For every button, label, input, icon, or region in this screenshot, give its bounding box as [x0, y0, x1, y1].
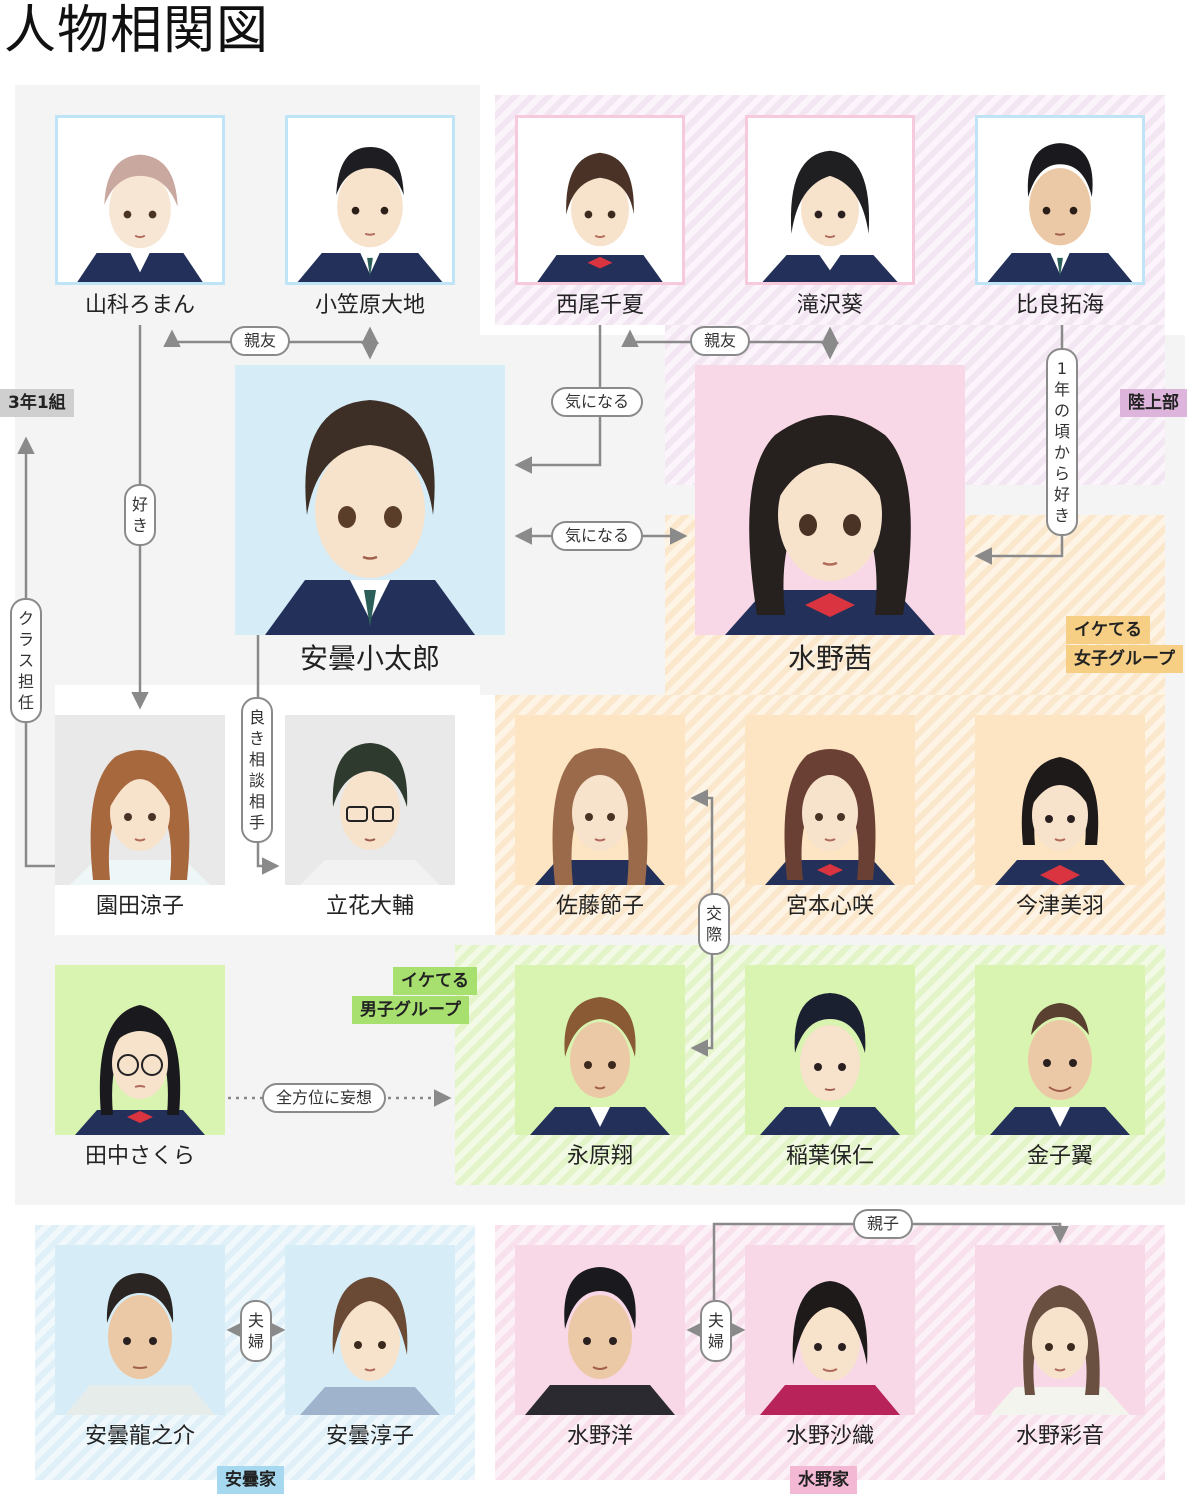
- relation-parent-child: 親子: [853, 1209, 914, 1239]
- name-takumi: 比良拓海: [1015, 293, 1104, 318]
- name-daisuke: 立花大輔: [325, 894, 414, 919]
- group-tag-azumi-family: 安曇家: [217, 1466, 284, 1494]
- portrait-roman: [55, 115, 225, 285]
- name-tsubasa: 金子翼: [1026, 1144, 1093, 1169]
- portrait-sho: [515, 965, 685, 1135]
- relation-confidant: 良き相談相手: [241, 697, 273, 843]
- relation-couple-azumi: 夫婦: [240, 1300, 272, 1362]
- portrait-setsuko: [515, 715, 685, 885]
- portrait-ryoko: [55, 715, 225, 885]
- portrait-ryunosuke: [55, 1245, 225, 1415]
- relation-homeroom: クラス担任: [10, 598, 42, 723]
- relation-likes: 好き: [124, 484, 156, 546]
- group-tag-class: 3年1組: [0, 389, 74, 417]
- name-ryoko: 園田涼子: [95, 894, 184, 919]
- relation-couple-mizuno: 夫婦: [700, 1300, 732, 1362]
- portrait-aoi: [745, 115, 915, 285]
- group-tag-cool-boys-line1: イケてる: [393, 967, 477, 995]
- name-ryunosuke: 安曇龍之介: [84, 1424, 195, 1449]
- portrait-tsubasa: [975, 965, 1145, 1135]
- portrait-koyuki: [745, 715, 915, 885]
- portrait-junko: [285, 1245, 455, 1415]
- portrait-sakura: [55, 965, 225, 1135]
- portrait-akane: [695, 365, 965, 635]
- portrait-saori: [745, 1245, 915, 1415]
- name-junko: 安曇淳子: [325, 1424, 414, 1449]
- name-ayane: 水野彩音: [1015, 1424, 1104, 1449]
- portrait-daisuke: [285, 715, 455, 885]
- portrait-yasuhito: [745, 965, 915, 1135]
- portrait-daichi: [285, 115, 455, 285]
- relation-interested-chinatsu-kotaro: 気になる: [551, 387, 644, 417]
- name-roman: 山科ろまん: [84, 293, 195, 318]
- portrait-miu: [975, 715, 1145, 885]
- portrait-ayane: [975, 1245, 1145, 1415]
- name-daichi: 小笠原大地: [314, 293, 425, 318]
- name-miu: 今津美羽: [1015, 894, 1104, 919]
- relation-delusion: 全方位に妄想: [262, 1083, 387, 1113]
- name-koyuki: 宮本心咲: [785, 894, 874, 919]
- name-kotaro: 安曇小太郎: [299, 642, 440, 675]
- relation-interested-kotaro-akane: 気になる: [551, 521, 644, 551]
- name-hiroshi: 水野洋: [566, 1424, 633, 1449]
- relation-dating: 交際: [698, 893, 730, 955]
- group-tag-cool-girls-line2: 女子グループ: [1066, 645, 1183, 673]
- group-tag-cool-boys-line2: 男子グループ: [352, 996, 469, 1024]
- portrait-chinatsu: [515, 115, 685, 285]
- page-title: 人物相関図: [4, 1, 270, 61]
- name-aoi: 滝沢葵: [796, 293, 863, 318]
- relation-best-friend-chinatsu-aoi: 親友: [690, 326, 751, 356]
- name-sakura: 田中さくら: [84, 1144, 195, 1169]
- name-sho: 永原翔: [566, 1144, 633, 1169]
- group-tag-track: 陸上部: [1120, 389, 1187, 417]
- group-tag-cool-girls-line1: イケてる: [1066, 616, 1150, 644]
- portrait-hiroshi: [515, 1245, 685, 1415]
- name-akane: 水野茜: [787, 642, 872, 675]
- portrait-takumi: [975, 115, 1145, 285]
- name-setsuko: 佐藤節子: [555, 894, 644, 919]
- name-chinatsu: 西尾千夏: [555, 293, 644, 318]
- portrait-kotaro: [235, 365, 505, 635]
- relation-best-friend-roman-daichi: 親友: [230, 326, 291, 356]
- group-tag-mizuno-family: 水野家: [790, 1466, 857, 1494]
- name-yasuhito: 稲葉保仁: [785, 1144, 874, 1169]
- name-saori: 水野沙織: [785, 1424, 874, 1449]
